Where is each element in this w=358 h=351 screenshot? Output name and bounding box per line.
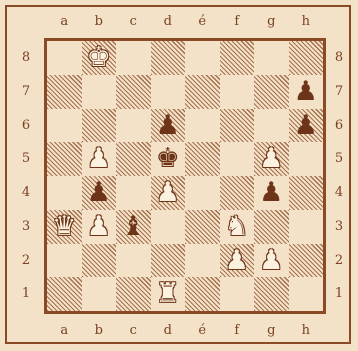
square-c5: [116, 142, 151, 176]
square-a7: [47, 75, 82, 109]
square-c7: [116, 75, 151, 109]
chess-board: ♚♟♟♟♟♚♟♟♟♟♟♝♛♞♟♟♜: [44, 38, 326, 314]
square-a5: [47, 142, 82, 176]
square-a3: [47, 210, 82, 244]
square-f6: [220, 109, 255, 143]
square-f4: [220, 176, 255, 210]
square-é3: [185, 210, 220, 244]
square-h3: [289, 210, 324, 244]
rank-label-right: 2: [329, 244, 349, 278]
square-g6: [254, 109, 289, 143]
square-é4: [185, 176, 220, 210]
square-f2: [220, 244, 255, 278]
square-d8: [151, 41, 186, 75]
rank-label-left: 2: [16, 244, 36, 278]
square-d3: [151, 210, 186, 244]
square-b8: [82, 41, 117, 75]
rank-label-right: 4: [329, 176, 349, 210]
square-c8: [116, 41, 151, 75]
square-é6: [185, 109, 220, 143]
square-d4: [151, 176, 186, 210]
rank-label-right: 6: [329, 109, 349, 143]
square-f1: [220, 277, 255, 311]
file-label-top: h: [289, 14, 324, 29]
file-label-bottom: g: [254, 323, 289, 338]
square-c4: [116, 176, 151, 210]
square-b1: [82, 277, 117, 311]
square-c6: [116, 109, 151, 143]
square-f3: [220, 210, 255, 244]
square-é8: [185, 41, 220, 75]
square-c2: [116, 244, 151, 278]
rank-label-right: 5: [329, 142, 349, 176]
rank-label-right: 1: [329, 277, 349, 311]
file-label-bottom: f: [220, 323, 255, 338]
file-label-top: é: [185, 14, 220, 29]
square-b4: [82, 176, 117, 210]
square-h7: [289, 75, 324, 109]
square-d1: [151, 277, 186, 311]
square-b6: [82, 109, 117, 143]
file-label-bottom: é: [185, 323, 220, 338]
rank-label-right: 7: [329, 75, 349, 109]
square-g8: [254, 41, 289, 75]
square-h6: [289, 109, 324, 143]
rank-label-left: 7: [16, 75, 36, 109]
square-f5: [220, 142, 255, 176]
square-a8: [47, 41, 82, 75]
square-a2: [47, 244, 82, 278]
rank-label-left: 4: [16, 176, 36, 210]
square-f7: [220, 75, 255, 109]
square-a1: [47, 277, 82, 311]
file-label-top: g: [254, 14, 289, 29]
square-g4: [254, 176, 289, 210]
square-b7: [82, 75, 117, 109]
square-h1: [289, 277, 324, 311]
square-g2: [254, 244, 289, 278]
square-g5: [254, 142, 289, 176]
square-d7: [151, 75, 186, 109]
square-f8: [220, 41, 255, 75]
square-g3: [254, 210, 289, 244]
file-label-bottom: b: [82, 323, 117, 338]
file-label-top: f: [220, 14, 255, 29]
square-b2: [82, 244, 117, 278]
square-a4: [47, 176, 82, 210]
square-é2: [185, 244, 220, 278]
rank-label-left: 6: [16, 109, 36, 143]
square-h4: [289, 176, 324, 210]
rank-label-left: 8: [16, 41, 36, 75]
square-é1: [185, 277, 220, 311]
rank-label-right: 3: [329, 210, 349, 244]
square-d2: [151, 244, 186, 278]
square-h5: [289, 142, 324, 176]
file-label-bottom: d: [151, 323, 186, 338]
square-h8: [289, 41, 324, 75]
square-c1: [116, 277, 151, 311]
rank-label-left: 3: [16, 210, 36, 244]
rank-label-left: 5: [16, 142, 36, 176]
file-label-top: d: [151, 14, 186, 29]
square-g7: [254, 75, 289, 109]
rank-label-left: 1: [16, 277, 36, 311]
square-c3: [116, 210, 151, 244]
file-label-top: a: [47, 14, 82, 29]
file-label-bottom: a: [47, 323, 82, 338]
square-h2: [289, 244, 324, 278]
file-label-top: c: [116, 14, 151, 29]
file-label-bottom: c: [116, 323, 151, 338]
square-a6: [47, 109, 82, 143]
square-é7: [185, 75, 220, 109]
square-g1: [254, 277, 289, 311]
square-b5: [82, 142, 117, 176]
file-label-bottom: h: [289, 323, 324, 338]
rank-label-right: 8: [329, 41, 349, 75]
square-d5: [151, 142, 186, 176]
square-é5: [185, 142, 220, 176]
file-label-top: b: [82, 14, 117, 29]
square-b3: [82, 210, 117, 244]
square-d6: [151, 109, 186, 143]
